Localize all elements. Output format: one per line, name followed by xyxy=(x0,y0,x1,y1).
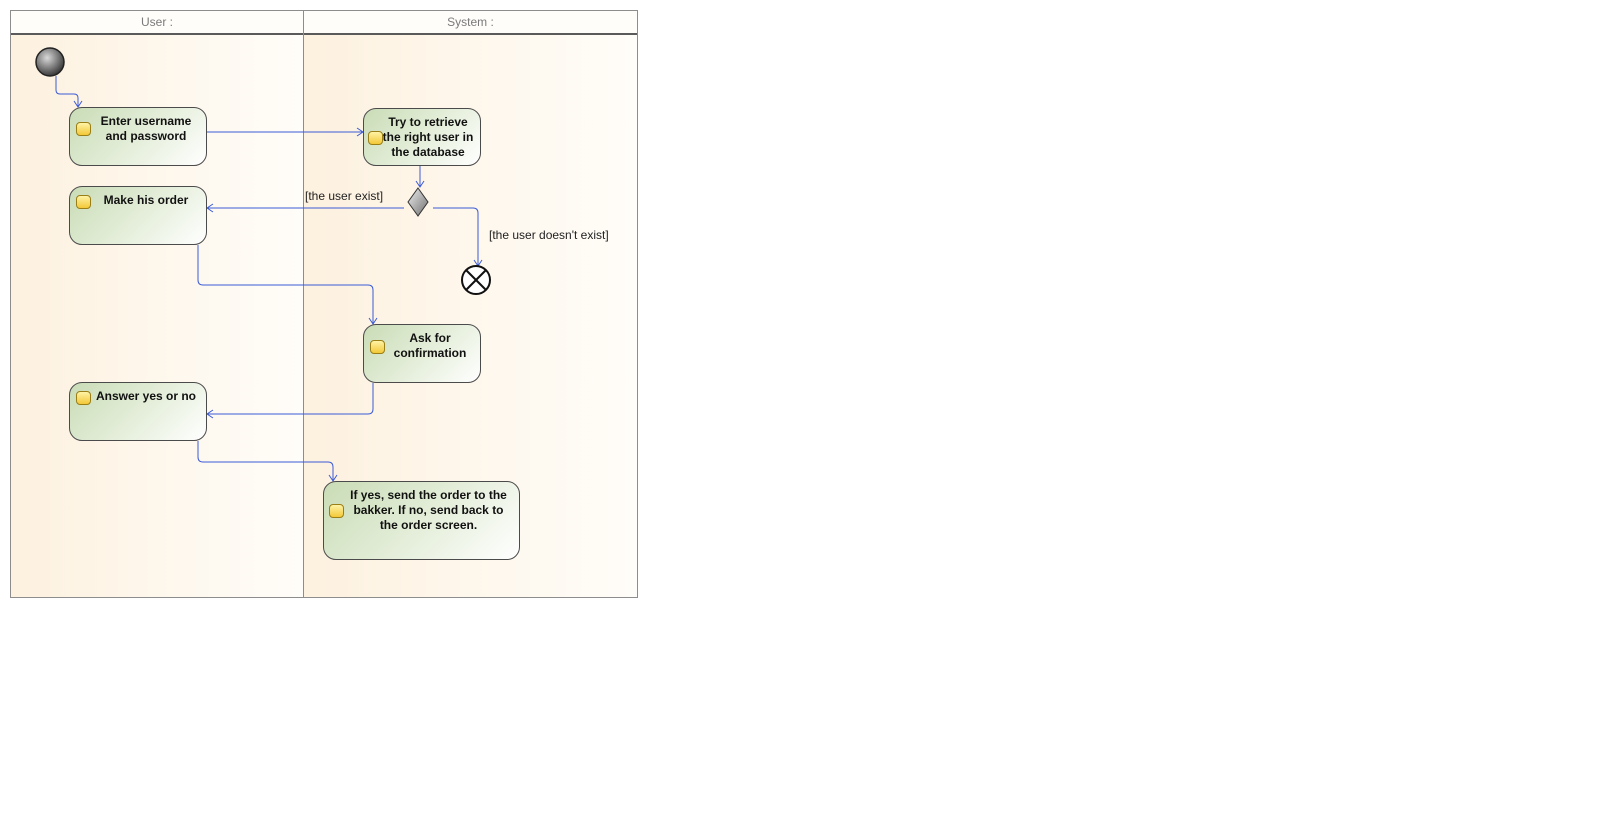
action-label: Answer yes or no xyxy=(95,389,197,403)
action-send-order[interactable]: If yes, send the order to the bakker. If… xyxy=(323,481,520,560)
action-label: Try to retrieve the right user in the da… xyxy=(382,115,474,159)
action-enter-credentials[interactable]: Enter username and password xyxy=(69,107,207,166)
action-tag-icon xyxy=(370,340,385,354)
guard-user-not-exists: [the user doesn't exist] xyxy=(489,228,609,242)
action-retrieve-user[interactable]: Try to retrieve the right user in the da… xyxy=(363,108,481,166)
action-tag-icon xyxy=(76,195,91,209)
action-make-order[interactable]: Make his order xyxy=(69,186,207,245)
swimlane-user: User : xyxy=(10,10,304,598)
guard-user-exists: [the user exist] xyxy=(305,189,384,203)
action-tag-icon xyxy=(76,122,91,136)
action-tag-icon xyxy=(329,504,344,518)
action-label: Make his order xyxy=(103,193,189,207)
action-label: Ask for confirmation xyxy=(393,331,467,360)
action-tag-icon xyxy=(368,131,383,145)
action-ask-confirmation[interactable]: Ask for confirmation xyxy=(363,324,481,383)
action-label: If yes, send the order to the bakker. If… xyxy=(350,488,507,532)
action-answer[interactable]: Answer yes or no xyxy=(69,382,207,441)
swimlane-system-header: System : xyxy=(304,11,637,35)
swimlane-user-header: User : xyxy=(11,11,303,35)
action-tag-icon xyxy=(76,391,91,405)
action-label: Enter username and password xyxy=(100,114,192,143)
